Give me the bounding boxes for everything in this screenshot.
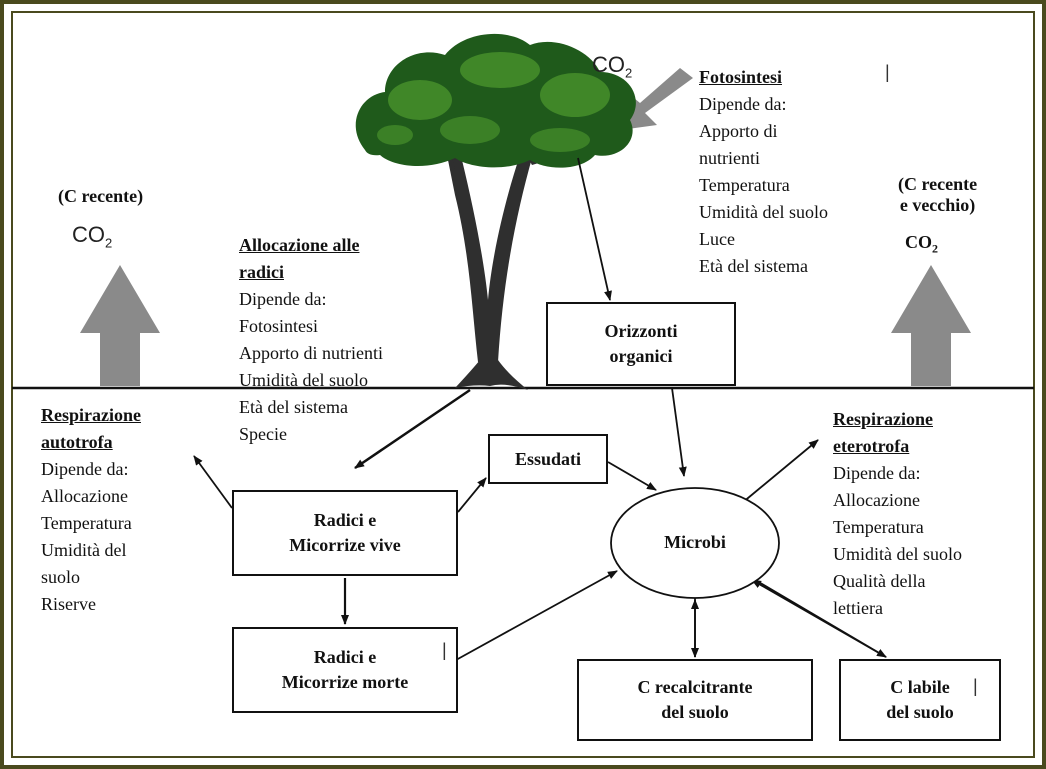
resp-eterotrofa-title-1: Respirazione	[833, 409, 933, 429]
co2-label-left: CO2	[72, 222, 112, 250]
radici-vive-box: Radici e Micorrize vive	[232, 490, 458, 576]
co2-label-right: CO2	[905, 232, 938, 257]
tree-illustration	[355, 33, 636, 390]
microbi-node-shape	[610, 487, 780, 599]
fotosintesi-item: Dipende da:	[699, 94, 787, 114]
fotosintesi-item: Età del sistema	[699, 256, 808, 276]
fotosintesi-item: Apporto di	[699, 121, 778, 141]
allocazione-title-1: Allocazione alle	[239, 235, 360, 255]
resp-eterotrofa-item: Qualità della	[833, 571, 926, 591]
allocazione-block: Allocazione alle radici Dipende da: Foto…	[239, 232, 383, 448]
arrow-morte-to-microbi	[455, 570, 618, 661]
co2-top-sub: 2	[625, 65, 633, 81]
resp-eterotrofa-item: Temperatura	[833, 517, 924, 537]
orizzonti-organici-box: Orizzonti organici	[546, 302, 736, 386]
c-recalcitrante-line2: del suolo	[661, 702, 729, 722]
resp-eterotrofa-item: Allocazione	[833, 490, 920, 510]
radici-morte-box: Radici e Micorrize morte	[232, 627, 458, 713]
resp-eterotrofa-block: Respirazione eterotrofa Dipende da: Allo…	[833, 406, 962, 622]
right-co2-up-arrow	[891, 265, 971, 386]
c-recalcitrante-box: C recalcitrante del suolo	[577, 659, 813, 741]
c-labile-box: C labile del suolo	[839, 659, 1001, 741]
arrow-canopy-to-orizzonti	[577, 157, 612, 301]
arrow-radici-to-resp-autotrofa	[193, 455, 233, 509]
stray-mark: |	[442, 640, 447, 660]
resp-eterotrofa-item: lettiera	[833, 598, 883, 618]
resp-eterotrofa-title-2: eterotrofa	[833, 436, 910, 456]
radici-morte-line1: Radici e	[313, 647, 377, 667]
resp-autotrofa-item: Temperatura	[41, 513, 132, 533]
inner-frame	[11, 11, 1035, 758]
resp-autotrofa-item: suolo	[41, 567, 81, 587]
orizzonti-line2: organici	[609, 346, 673, 366]
co2-top-text: CO	[592, 52, 625, 77]
c-labile-line2: del suolo	[886, 702, 954, 722]
fotosintesi-title: Fotosintesi	[699, 67, 782, 87]
arrow-radici-to-essudati	[457, 477, 487, 513]
right-header-line2: e vecchio)	[899, 195, 976, 215]
arrow-microbi-to-resp-eterotrofa	[741, 439, 819, 504]
c-labile-line1: C labile	[890, 677, 950, 697]
resp-autotrofa-item: Riserve	[41, 594, 96, 614]
allocazione-item: Età del sistema	[239, 397, 348, 417]
left-co2-up-arrow	[80, 265, 160, 386]
allocazione-title-2: radici	[239, 262, 284, 282]
fotosintesi-item: Temperatura	[699, 175, 790, 195]
arrow-tree-to-radici	[354, 388, 471, 470]
resp-eterotrofa-item: Dipende da:	[833, 463, 921, 483]
allocazione-item: Fotosintesi	[239, 316, 319, 336]
right-arrow-header: (C recente e vecchio)	[898, 174, 977, 216]
right-header-line1: (C recente	[898, 174, 978, 194]
arrow-labile-to-microbi	[751, 579, 887, 658]
radici-morte-line2: Micorrize morte	[281, 672, 409, 692]
arrow-essudati-to-microbi	[607, 461, 657, 491]
co2-left-text: CO	[72, 222, 105, 247]
orizzonti-line1: Orizzonti	[604, 321, 678, 341]
resp-autotrofa-title-1: Respirazione	[41, 405, 141, 425]
photosynthesis-co2-arrow	[620, 68, 693, 130]
left-arrow-header: (C recente)	[58, 186, 144, 206]
resp-autotrofa-item: Dipende da:	[41, 459, 129, 479]
radici-vive-line2: Micorrize vive	[289, 535, 401, 555]
radici-vive-line1: Radici e	[313, 510, 377, 530]
fotosintesi-item: Luce	[699, 229, 735, 249]
resp-autotrofa-block: Respirazione autotrofa Dipende da: Alloc…	[41, 402, 141, 618]
fotosintesi-item: Umidità del suolo	[699, 202, 828, 222]
stray-mark: |	[973, 676, 978, 696]
co2-right-sub: 2	[932, 241, 938, 256]
co2-left-sub: 2	[105, 235, 113, 251]
c-recalcitrante-line1: C recalcitrante	[637, 677, 753, 697]
allocazione-item: Dipende da:	[239, 289, 327, 309]
stray-mark: |	[885, 62, 890, 82]
resp-autotrofa-item: Allocazione	[41, 486, 128, 506]
resp-eterotrofa-item: Umidità del suolo	[833, 544, 962, 564]
fotosintesi-item: nutrienti	[699, 148, 760, 168]
microbi-label: Microbi	[664, 532, 726, 552]
resp-autotrofa-item: Umidità del	[41, 540, 127, 560]
co2-right-text: CO	[905, 232, 932, 252]
resp-autotrofa-title-2: autotrofa	[41, 432, 113, 452]
co2-label-top: CO2	[592, 52, 632, 80]
allocazione-item: Umidità del suolo	[239, 370, 368, 390]
allocazione-item: Specie	[239, 424, 287, 444]
essudati-label: Essudati	[514, 448, 582, 469]
allocazione-item: Apporto di nutrienti	[239, 343, 383, 363]
essudati-box: Essudati	[488, 434, 608, 484]
fotosintesi-block: Fotosintesi Dipende da: Apporto di nutri…	[699, 64, 828, 280]
arrow-orizzonti-to-microbi	[671, 387, 687, 477]
